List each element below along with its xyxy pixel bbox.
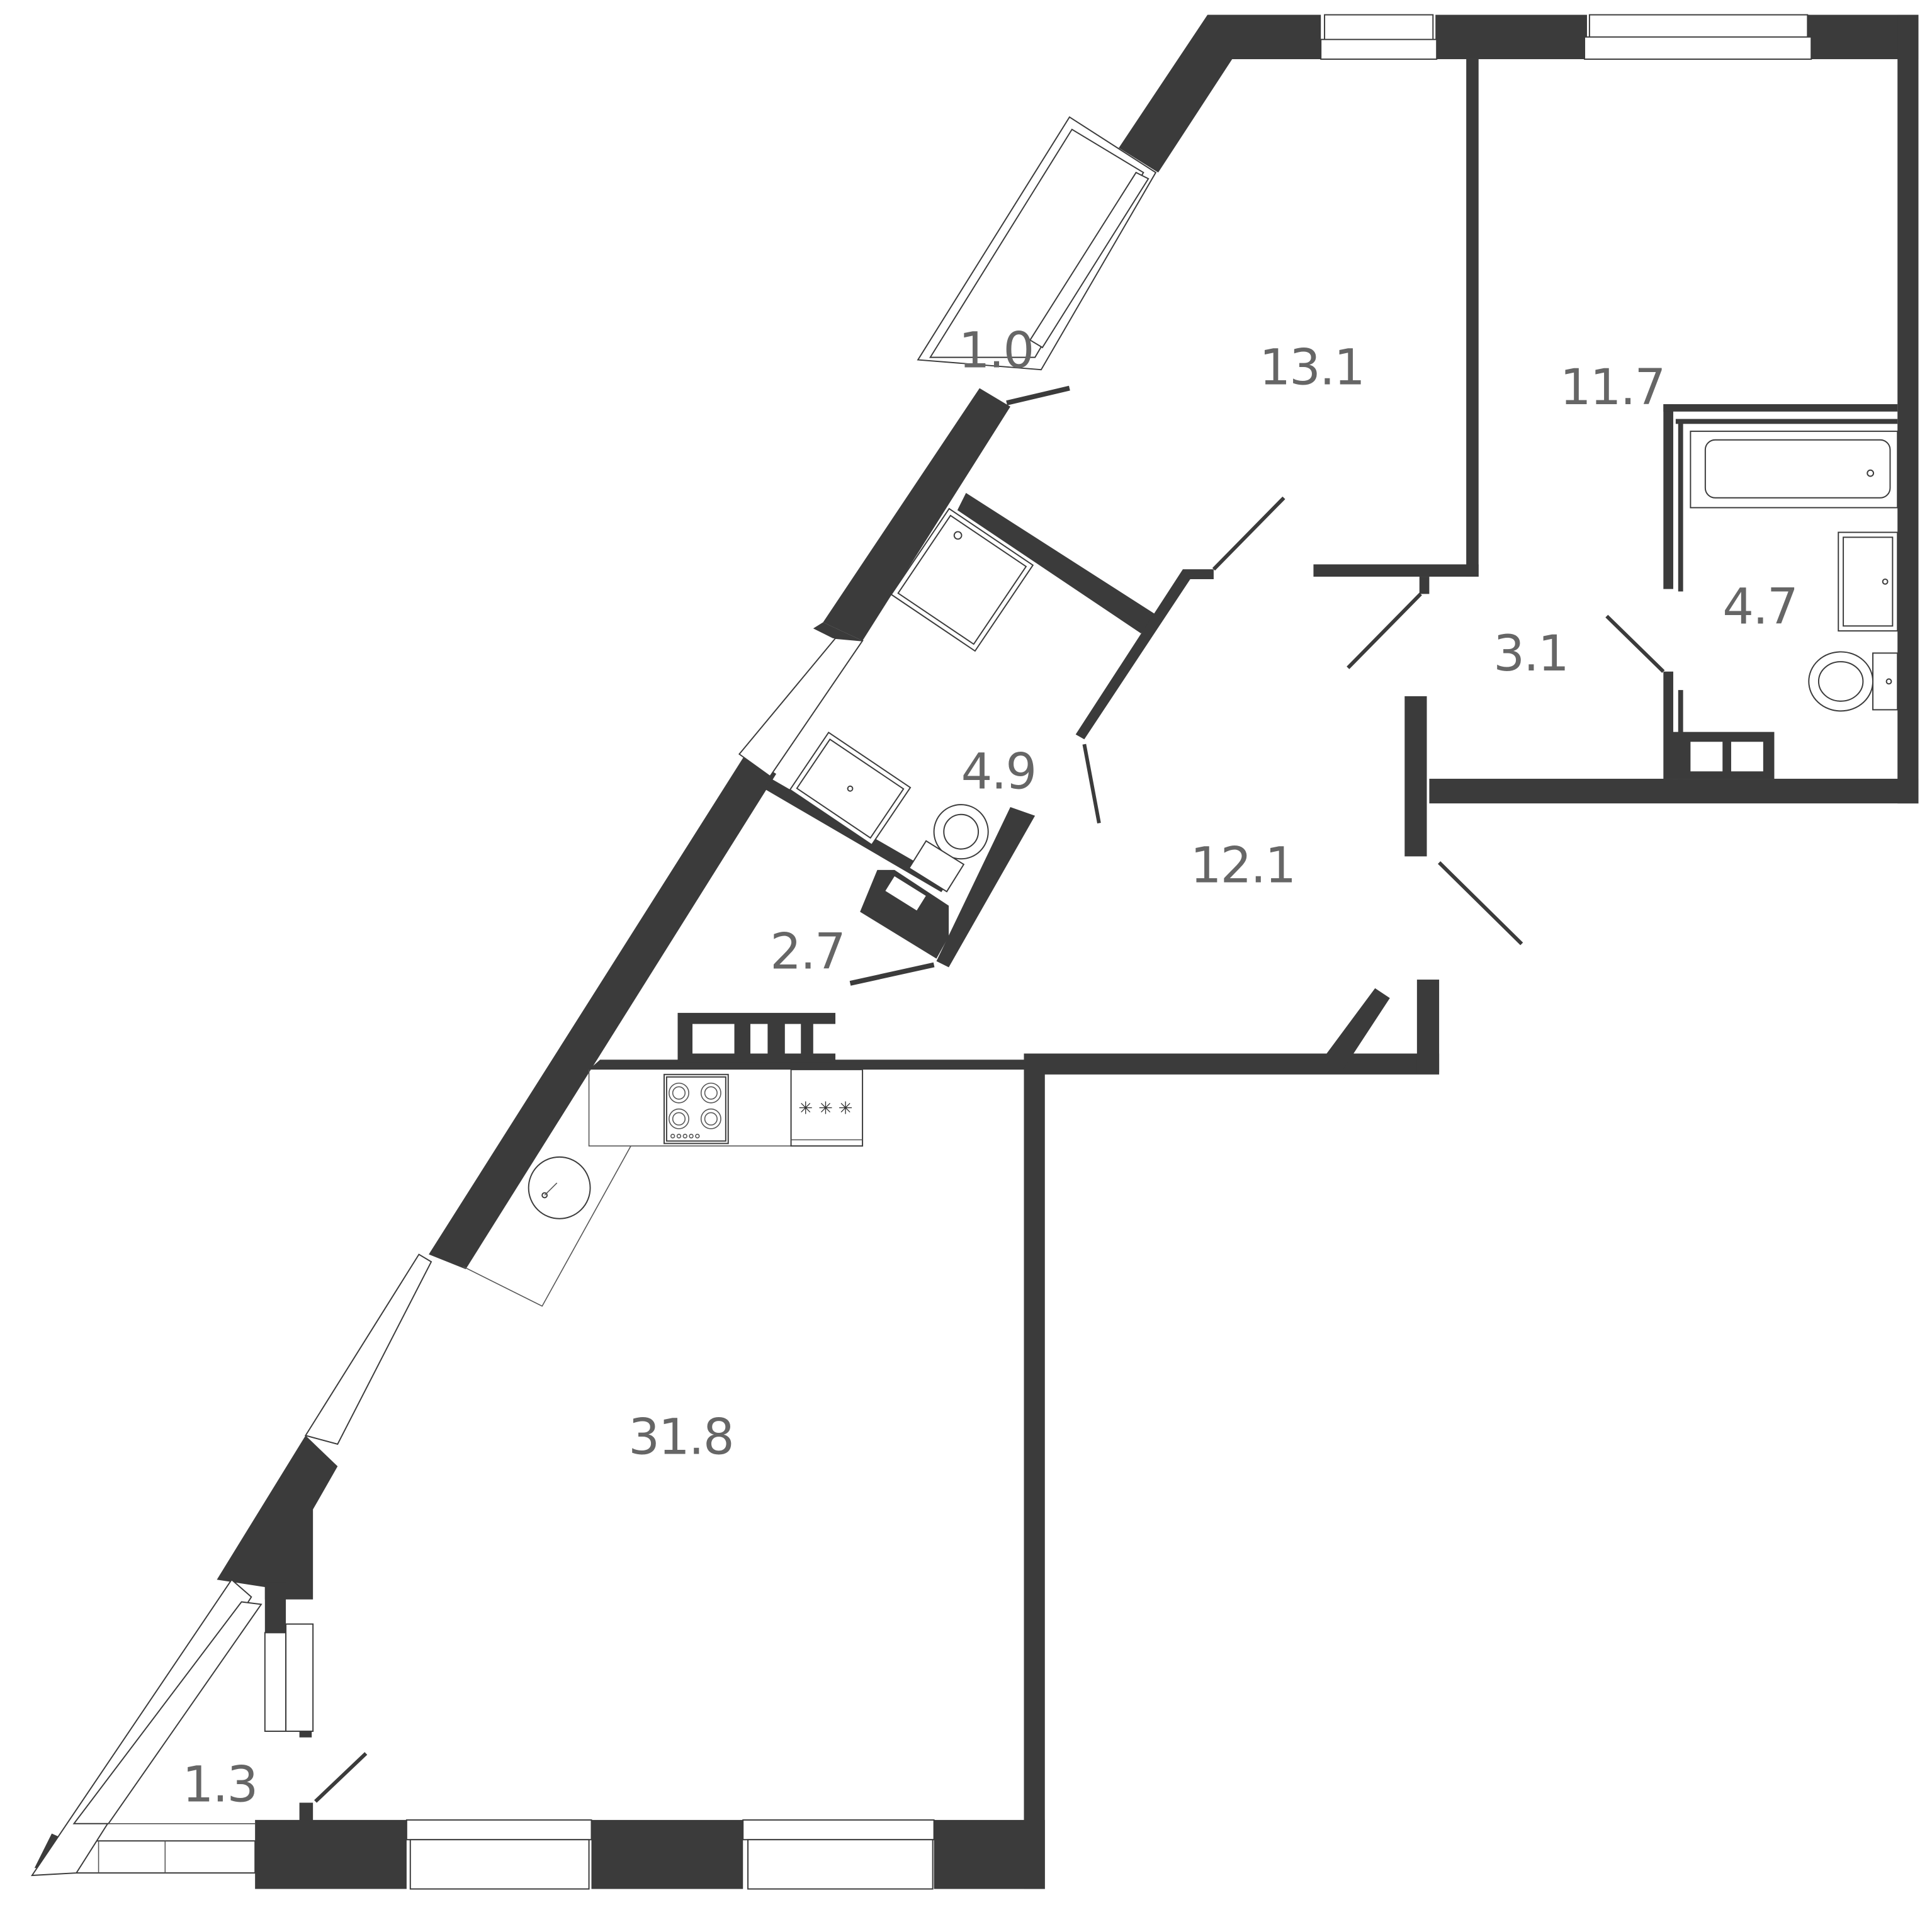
toilet-left [908,804,989,893]
bathtub [1690,431,1899,509]
area-wardrobe: 2.7 [770,923,845,980]
area-kitchen-living: 31.8 [628,1409,733,1466]
area-bedroom-2: 11.7 [1560,359,1664,416]
area-loggia-top: 1.0 [959,322,1034,379]
round-sink [528,1156,591,1219]
windows [30,14,1812,1890]
area-bedroom-1: 13.1 [1259,339,1364,397]
area-labels: 1.0 13.1 11.7 4.7 3.1 4.9 12.1 2.7 31.8 … [183,322,1799,1814]
svg-text:✳ ✳ ✳: ✳ ✳ ✳ [798,1099,852,1118]
sink-left [789,732,912,846]
sink-right [1838,531,1899,632]
fridge-icon: ✳ ✳ ✳ [798,1099,852,1118]
wardrobe-shelving [692,742,1763,1054]
stove-icon [663,1073,729,1145]
toilet-right [1808,651,1899,712]
interior-walls [589,59,1898,1070]
area-bathroom-right: 4.7 [1722,578,1797,635]
area-loggia-bottom: 1.3 [183,1756,257,1814]
shower-tray [890,507,1034,652]
area-hall-small: 3.1 [1493,625,1568,682]
area-corridor: 12.1 [1190,837,1295,894]
kitchen-counter [463,1068,864,1307]
doors [314,385,1665,1803]
area-bathroom-left: 4.9 [961,743,1036,801]
